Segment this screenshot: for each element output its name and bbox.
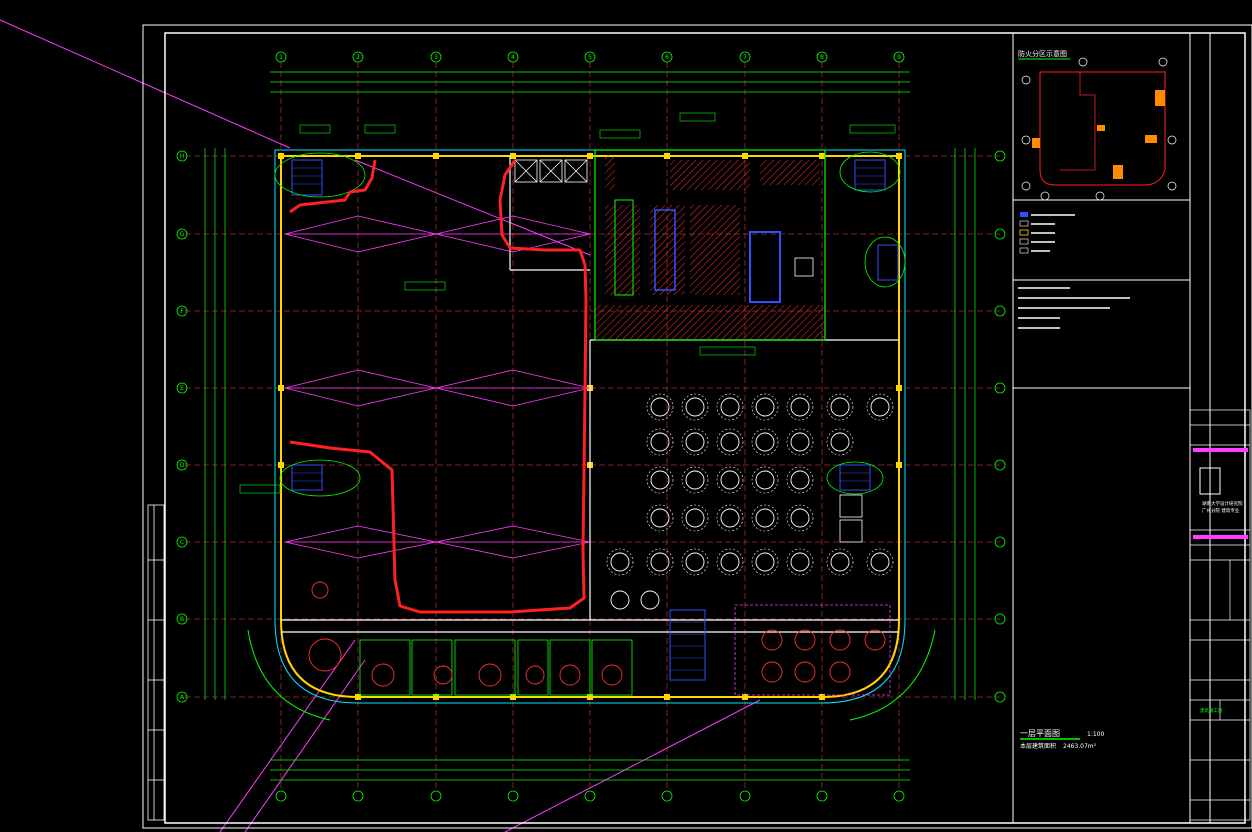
firm-name-line1: 湖南大学设计研究院 xyxy=(1202,500,1243,507)
selection-lines xyxy=(0,19,761,832)
legend xyxy=(1019,212,1075,254)
dining-tables xyxy=(610,397,890,610)
elevators xyxy=(514,159,863,543)
notes xyxy=(1018,287,1130,329)
col-label: 4 xyxy=(511,54,515,61)
firm-logo xyxy=(1199,467,1221,495)
stair-enclosures xyxy=(274,151,906,497)
row-label: B xyxy=(180,616,184,623)
plan-scale: 1:100 xyxy=(1087,731,1104,738)
row-label: E xyxy=(180,385,184,392)
dining-chairs xyxy=(606,393,894,576)
kitchen-hatch xyxy=(595,155,825,340)
key-plan-title: 防火分区示意图 xyxy=(1018,49,1067,58)
side-stamp-table xyxy=(147,504,165,821)
private-room-tables xyxy=(308,581,886,687)
plan-title: 一层平面图 xyxy=(1020,729,1060,738)
row-label: D xyxy=(180,462,185,469)
title-block xyxy=(1189,409,1251,821)
column-axis-bubbles xyxy=(275,51,905,802)
drawing-frame xyxy=(142,24,1252,829)
row-label: C xyxy=(180,539,184,546)
row-axis-labels: H G F E D C B A xyxy=(180,153,185,701)
drawing-type-label: 建筑施工图 xyxy=(1200,707,1223,714)
key-plan xyxy=(1021,57,1177,201)
column-axis-labels: 1 2 3 4 5 6 7 8 9 xyxy=(279,54,901,61)
firm-name-line2: 广州分院 建筑专业 xyxy=(1202,507,1240,514)
col-label: 7 xyxy=(743,54,747,61)
col-label: 9 xyxy=(897,54,901,61)
col-label: 5 xyxy=(588,54,592,61)
private-rooms xyxy=(359,604,891,696)
row-label: F xyxy=(180,308,184,315)
stair-treads xyxy=(292,167,885,671)
project-name-bar xyxy=(1193,448,1248,452)
col-label: 8 xyxy=(820,54,824,61)
area-label: 本层建筑面积 xyxy=(1020,742,1056,750)
atrium-bracing xyxy=(284,215,591,559)
stairs xyxy=(291,159,899,681)
client-bar xyxy=(1193,535,1248,539)
row-label: H xyxy=(180,153,185,160)
col-label: 3 xyxy=(434,54,438,61)
area-value: 2463.07m² xyxy=(1063,743,1097,750)
row-label: G xyxy=(180,231,185,238)
col-label: 6 xyxy=(665,54,669,61)
annotations xyxy=(239,112,896,494)
row-axis-bubbles xyxy=(176,150,1006,703)
row-label: A xyxy=(180,694,185,701)
col-label: 1 xyxy=(279,54,283,61)
col-label: 2 xyxy=(356,54,360,61)
markup-lines xyxy=(289,159,588,614)
